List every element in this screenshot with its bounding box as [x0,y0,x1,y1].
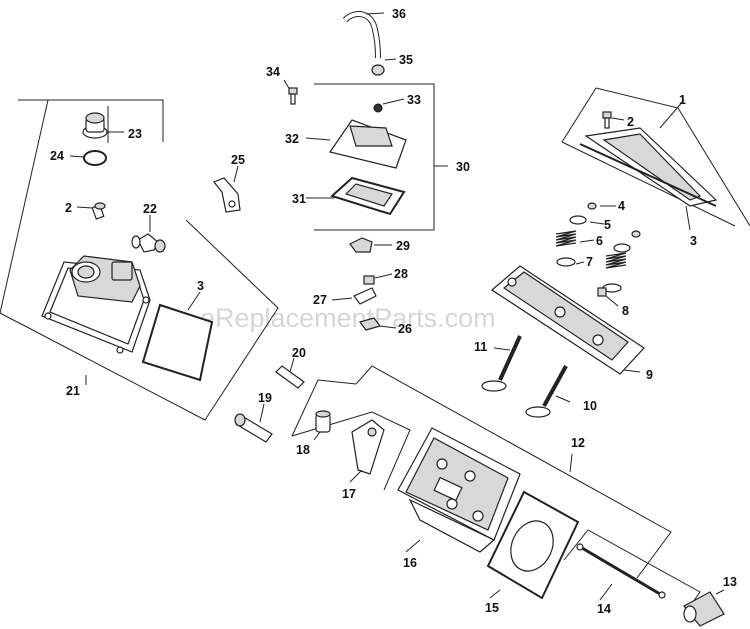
callout-27: 27 [313,293,327,307]
callout-4: 4 [618,199,625,213]
group-21-outline [0,99,279,421]
callout-20: 20 [292,346,306,360]
watermark: eReplacementParts.com [200,303,496,333]
part-13-dowel [683,589,725,627]
callout-19: 19 [258,391,272,405]
part-27-bolt [331,287,377,305]
part-6-valve-spring [555,230,627,269]
callout-10: 10 [583,399,597,413]
callout-16: 16 [403,556,417,570]
callout-6: 6 [596,234,603,248]
part-22-elbow-fitting [131,215,166,253]
part-14-push-rod [576,543,666,601]
callout-35: 35 [399,53,413,67]
group-30-outline [314,83,448,231]
leader-3-right [685,205,691,231]
part-26-spacer [358,317,397,331]
callout-2-right: 2 [627,115,634,129]
part-34-screw [283,79,298,105]
part-18-bushing [313,410,331,441]
callout-23: 23 [128,127,142,141]
callout-17: 17 [342,487,356,501]
part-29-seal [349,237,392,253]
part-16-cylinder-head [397,427,521,553]
part-1-cover [579,99,718,207]
callout-9: 9 [646,368,653,382]
callout-5: 5 [604,218,611,232]
part-23-cap [82,112,124,139]
part-9-plate [491,265,645,375]
part-32-breather-cover [305,119,407,169]
part-36-tube [342,11,385,59]
callout-34: 34 [266,65,280,79]
callout-36: 36 [392,7,406,21]
callout-25: 25 [231,153,245,167]
callout-13: 13 [723,575,737,589]
part-2-screw-right [602,111,625,129]
callout-8: 8 [622,304,629,318]
part-19-screw [234,403,273,443]
part-7-spring-seat [556,257,622,293]
part-21-valve-cover [41,255,151,354]
callout-26: 26 [398,322,412,336]
callout-32: 32 [285,132,299,146]
callout-31: 31 [292,192,306,206]
callout-3-left: 3 [197,279,204,293]
part-8-valve-seal [597,287,619,307]
callout-33: 33 [407,93,421,107]
part-4-retainer-keys [587,202,641,238]
group-1-outline [561,87,750,227]
callout-28: 28 [394,267,408,281]
part-20-screw [275,357,305,389]
part-17-rocker-arm [349,419,385,483]
part-5-spring-retainer [569,215,631,253]
callout-11: 11 [474,340,487,354]
part-31-breather-gasket [306,176,406,216]
callout-30: 30 [456,160,470,174]
part-3-gasket-left [141,291,214,382]
callout-14: 14 [597,602,611,616]
callout-7: 7 [586,255,593,269]
part-10-valve [525,365,571,418]
callout-21: 21 [66,384,80,398]
callout-12: 12 [571,436,585,450]
part-25-bracket [213,165,241,213]
callout-labels: 36 35 34 33 32 31 30 29 28 27 26 25 24 2… [50,7,737,616]
part-24-o-ring [69,150,107,166]
part-11-valve [481,335,522,392]
callout-2-left: 2 [65,201,72,215]
callout-18: 18 [296,443,310,457]
part-33-grommet [373,98,405,113]
callout-15: 15 [485,601,499,615]
callout-1: 1 [679,93,686,107]
callout-22: 22 [143,202,157,216]
part-35-clamp [371,58,397,76]
part-15-head-gasket [486,490,580,600]
callout-3-right: 3 [690,234,697,248]
callout-29: 29 [396,239,410,253]
part-2-screw-left [76,202,106,220]
callout-24: 24 [50,149,64,163]
part-28-nut [363,273,393,285]
